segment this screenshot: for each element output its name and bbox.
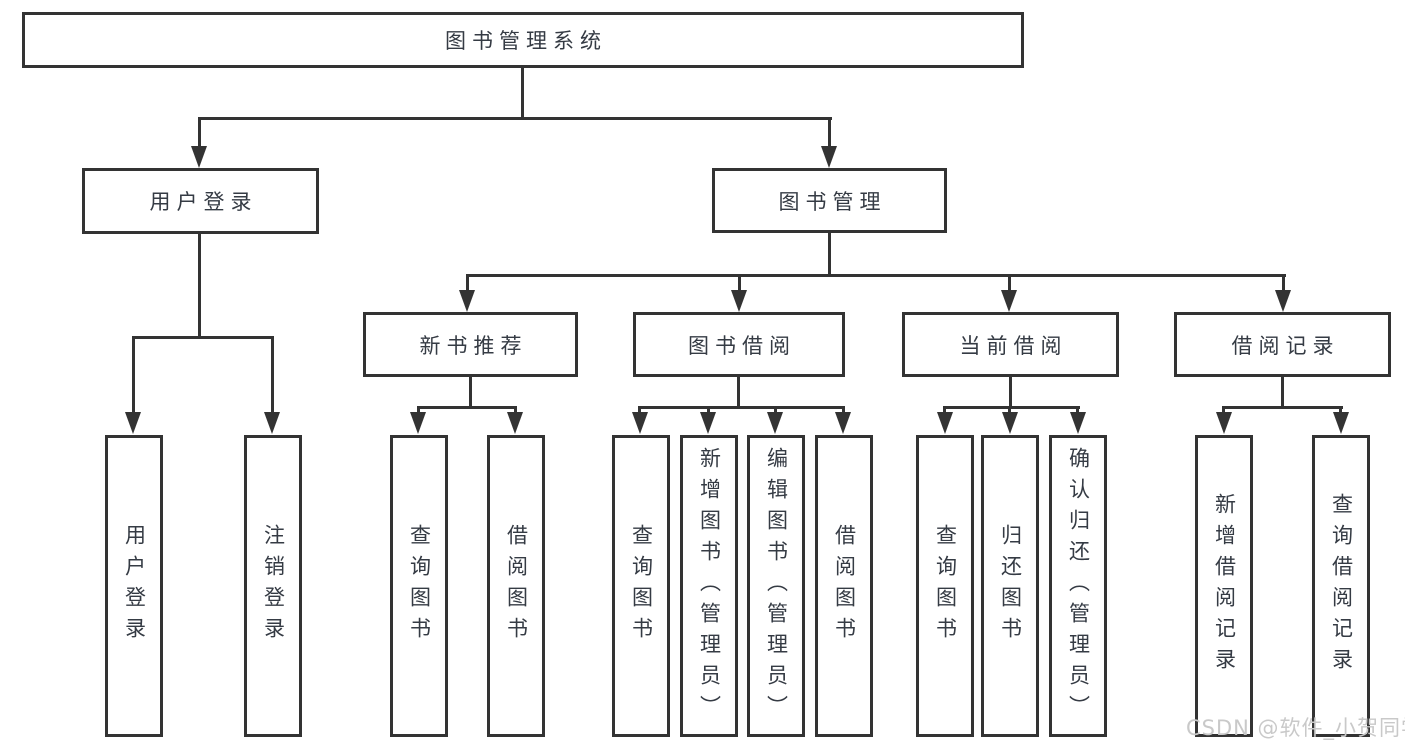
arrow-down-icon	[1002, 412, 1018, 434]
leaf-br-query-record-label: 查询借阅记录	[1329, 493, 1354, 679]
arrow-down-icon	[125, 412, 141, 434]
connector-arrow-stem	[774, 406, 777, 414]
arrow-down-icon	[700, 412, 716, 434]
arrow-down-icon	[821, 146, 837, 168]
leaf-cb-return-books: 归还图书	[981, 435, 1039, 737]
leaf-user-login-label: 用户登录	[122, 524, 147, 648]
node-book-management: 图书管理	[712, 168, 947, 233]
arrow-down-icon	[1216, 412, 1232, 434]
arrow-down-icon	[459, 290, 475, 312]
connector-br-stem	[1281, 375, 1284, 408]
leaf-cb-confirm-return-admin-label: 确认归还（管理员）	[1066, 446, 1091, 726]
arrow-down-icon	[937, 412, 953, 434]
connector-arrow-stem	[271, 336, 274, 414]
connector-level3-line	[466, 274, 1286, 277]
connector-cb-line	[943, 406, 1080, 409]
leaf-nbr-query-books-label: 查询图书	[407, 524, 432, 648]
connector-nbr-stem	[469, 375, 472, 408]
node-book-management-label: 图书管理	[778, 189, 887, 214]
arrow-down-icon	[264, 412, 280, 434]
node-borrow-records-label: 借阅记录	[1231, 333, 1340, 358]
node-book-borrow: 图书借阅	[633, 312, 845, 377]
leaf-cb-query-books-label: 查询图书	[933, 524, 958, 648]
arrow-down-icon	[1333, 412, 1349, 434]
connector-user-login-line	[132, 336, 274, 339]
connector-nbr-line	[417, 406, 517, 409]
arrow-down-icon	[767, 412, 783, 434]
arrow-down-icon	[507, 412, 523, 434]
arrow-down-icon	[410, 412, 426, 434]
arrow-down-icon	[1070, 412, 1086, 434]
node-book-borrow-label: 图书借阅	[688, 333, 796, 358]
leaf-br-add-record-label: 新增借阅记录	[1212, 493, 1237, 679]
connector-br-line	[1222, 406, 1343, 409]
node-borrow-records: 借阅记录	[1174, 312, 1391, 377]
leaf-user-login: 用户登录	[105, 435, 163, 737]
connector-arrow-stem	[1076, 406, 1079, 414]
connector-user-login-stem	[198, 231, 201, 338]
leaf-bb-edit-books-admin: 编辑图书（管理员）	[747, 435, 805, 737]
connector-root-stem	[521, 66, 524, 118]
leaf-bb-query-books-label: 查询图书	[629, 524, 654, 648]
leaf-cb-confirm-return-admin: 确认归还（管理员）	[1049, 435, 1107, 737]
connector-arrow-stem	[1282, 274, 1285, 292]
leaf-br-add-record: 新增借阅记录	[1195, 435, 1253, 737]
connector-cb-stem	[1009, 375, 1012, 408]
leaf-bb-add-books-admin-label: 新增图书（管理员）	[697, 446, 722, 726]
leaf-bb-borrow-books-label: 借阅图书	[832, 524, 857, 648]
connector-book-mgmt-stem	[828, 231, 831, 276]
connector-arrow-stem	[466, 274, 469, 292]
leaf-nbr-query-books: 查询图书	[390, 435, 448, 737]
leaf-bb-borrow-books: 借阅图书	[815, 435, 873, 737]
connector-arrow-stem	[738, 274, 741, 292]
connector-arrow-stem	[514, 406, 517, 414]
connector-arrow-stem	[842, 406, 845, 414]
node-new-book-recommend: 新书推荐	[363, 312, 578, 377]
connector-arrow-stem	[638, 406, 641, 414]
leaf-cb-return-books-label: 归还图书	[998, 524, 1023, 648]
connector-bb-line	[638, 406, 845, 409]
arrow-down-icon	[1275, 290, 1291, 312]
node-new-book-recommend-label: 新书推荐	[419, 333, 528, 358]
leaf-nbr-borrow-books-label: 借阅图书	[504, 524, 529, 648]
node-user-login: 用户登录	[82, 168, 319, 234]
connector-arrow-stem	[828, 117, 831, 149]
leaf-br-query-record: 查询借阅记录	[1312, 435, 1370, 737]
node-root-label: 图书管理系统	[445, 29, 607, 53]
connector-arrow-stem	[198, 117, 201, 149]
node-user-login-label: 用户登录	[149, 190, 258, 214]
arrow-down-icon	[835, 412, 851, 434]
leaf-logout: 注销登录	[244, 435, 302, 737]
leaf-logout-label: 注销登录	[261, 524, 286, 648]
connector-arrow-stem	[1008, 406, 1011, 414]
connector-arrow-stem	[132, 336, 135, 414]
watermark: CSDN @软件_小贺同学	[1186, 716, 1405, 740]
leaf-bb-query-books: 查询图书	[612, 435, 670, 737]
connector-arrow-stem	[417, 406, 420, 414]
node-current-borrow-label: 当前借阅	[959, 333, 1068, 358]
connector-arrow-stem	[943, 406, 946, 414]
leaf-nbr-borrow-books: 借阅图书	[487, 435, 545, 737]
connector-arrow-stem	[1339, 406, 1342, 414]
leaf-bb-add-books-admin: 新增图书（管理员）	[680, 435, 738, 737]
leaf-bb-edit-books-admin-label: 编辑图书（管理员）	[764, 446, 789, 726]
arrow-down-icon	[1001, 290, 1017, 312]
connector-bb-stem	[737, 375, 740, 408]
leaf-cb-query-books: 查询图书	[916, 435, 974, 737]
node-current-borrow: 当前借阅	[902, 312, 1119, 377]
connector-arrow-stem	[1008, 274, 1011, 292]
node-root: 图书管理系统	[22, 12, 1024, 68]
arrow-down-icon	[632, 412, 648, 434]
connector-arrow-stem	[1222, 406, 1225, 414]
arrow-down-icon	[731, 290, 747, 312]
connector-level2-line	[198, 117, 832, 120]
arrow-down-icon	[191, 146, 207, 168]
connector-arrow-stem	[707, 406, 710, 414]
